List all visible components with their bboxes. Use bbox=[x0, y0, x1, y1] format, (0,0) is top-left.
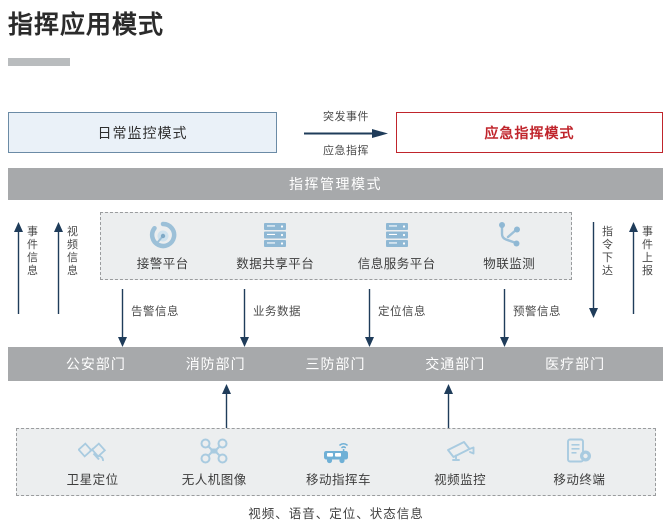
department-item-public-security[interactable]: 公安部门 bbox=[65, 356, 126, 372]
page-title: 指挥应用模式 bbox=[8, 11, 165, 39]
arrow-up-icon bbox=[629, 222, 638, 314]
platform-item-label: 接警平台 bbox=[136, 257, 189, 271]
right-arrow-command-dispatch-label: 指令下达 bbox=[602, 226, 613, 277]
flow-arrow-early-warning-info-label: 预警信息 bbox=[513, 306, 561, 318]
left-arrow-video-info-label: 视频信息 bbox=[67, 226, 78, 277]
alarm-receiving-icon bbox=[148, 220, 178, 250]
platform-item-info-service[interactable]: 信息服务平台 bbox=[358, 220, 436, 272]
cctv-camera-icon bbox=[444, 436, 476, 466]
left-arrow-video-info: 视频信息 bbox=[48, 222, 88, 318]
arrow-down-icon bbox=[240, 289, 249, 347]
department-item-three-defenses[interactable]: 三防部门 bbox=[305, 356, 366, 372]
device-item-label: 无人机图像 bbox=[181, 473, 247, 487]
device-to-department-arrow-left bbox=[222, 384, 231, 428]
device-item-mobile-terminal[interactable]: 移动终端 bbox=[549, 436, 609, 488]
emergency-command-mode-box[interactable]: 应急指挥模式 bbox=[396, 112, 663, 153]
right-arrow-event-report: 事件上报 bbox=[623, 222, 663, 318]
device-item-satellite-positioning[interactable]: 卫星定位 bbox=[63, 436, 123, 488]
drone-icon bbox=[199, 436, 229, 466]
platform-item-label: 信息服务平台 bbox=[357, 257, 436, 271]
title-underline-rule bbox=[8, 58, 70, 66]
platform-item-iot-monitoring[interactable]: 物联监测 bbox=[479, 220, 539, 272]
department-item-fire[interactable]: 消防部门 bbox=[185, 356, 246, 372]
transition-top-label: 突发事件 bbox=[323, 111, 369, 123]
device-item-label: 卫星定位 bbox=[66, 473, 119, 487]
platform-item-label: 物联监测 bbox=[483, 257, 536, 271]
daily-monitoring-mode-label: 日常监控模式 bbox=[97, 124, 188, 141]
command-vehicle-icon bbox=[321, 436, 355, 466]
transition-right-arrow-icon bbox=[304, 129, 388, 138]
department-item-transportation[interactable]: 交通部门 bbox=[425, 356, 486, 372]
satellite-icon bbox=[77, 436, 108, 466]
arrow-down-icon bbox=[589, 222, 598, 318]
devices-panel: 卫星定位 无人机图像 bbox=[16, 428, 656, 496]
left-arrow-event-info: 事件信息 bbox=[8, 222, 48, 318]
platform-item-label: 数据共享平台 bbox=[236, 257, 315, 271]
device-item-mobile-command-vehicle[interactable]: 移动指挥车 bbox=[306, 436, 371, 488]
departments-band: 公安部门 消防部门 三防部门 交通部门 医疗部门 bbox=[8, 347, 663, 381]
server-stack-icon bbox=[384, 220, 410, 250]
right-arrow-command-dispatch: 指令下达 bbox=[583, 222, 623, 318]
platform-item-alarm-receiving[interactable]: 接警平台 bbox=[133, 220, 193, 272]
command-management-label: 指挥管理模式 bbox=[289, 176, 382, 192]
arrow-up-icon bbox=[14, 222, 23, 314]
mobile-terminal-icon bbox=[564, 436, 594, 466]
server-stack-icon bbox=[262, 220, 288, 250]
flow-arrow-alarm-info-label: 告警信息 bbox=[131, 306, 179, 318]
bottom-caption: 视频、语音、定位、状态信息 bbox=[248, 507, 424, 521]
flow-arrow-location-info-label: 定位信息 bbox=[378, 306, 426, 318]
arrow-up-icon bbox=[54, 222, 63, 314]
flow-arrow-business-data-label: 业务数据 bbox=[253, 306, 301, 318]
department-item-medical[interactable]: 医疗部门 bbox=[545, 356, 606, 372]
platform-item-data-sharing[interactable]: 数据共享平台 bbox=[236, 220, 314, 272]
device-item-label: 移动指挥车 bbox=[305, 473, 371, 487]
command-management-band: 指挥管理模式 bbox=[8, 168, 663, 200]
daily-monitoring-mode-box[interactable]: 日常监控模式 bbox=[8, 112, 277, 153]
device-item-video-surveillance[interactable]: 视频监控 bbox=[430, 436, 490, 488]
device-item-drone-imagery[interactable]: 无人机图像 bbox=[182, 436, 247, 488]
device-to-department-arrow-right bbox=[444, 384, 453, 428]
transition-bottom-label: 应急指挥 bbox=[323, 145, 369, 157]
iot-node-icon bbox=[495, 220, 523, 250]
emergency-command-mode-label: 应急指挥模式 bbox=[484, 124, 575, 141]
arrow-down-icon bbox=[500, 289, 509, 347]
device-item-label: 视频监控 bbox=[434, 473, 487, 487]
left-arrow-event-info-label: 事件信息 bbox=[27, 226, 38, 277]
platform-panel: 接警平台 数据共享平台 bbox=[100, 212, 572, 280]
arrow-down-icon bbox=[118, 289, 127, 347]
device-item-label: 移动终端 bbox=[553, 473, 606, 487]
arrow-down-icon bbox=[365, 289, 374, 347]
right-arrow-event-report-label: 事件上报 bbox=[642, 226, 653, 277]
mode-transition-group: 突发事件 应急指挥 bbox=[300, 108, 392, 158]
